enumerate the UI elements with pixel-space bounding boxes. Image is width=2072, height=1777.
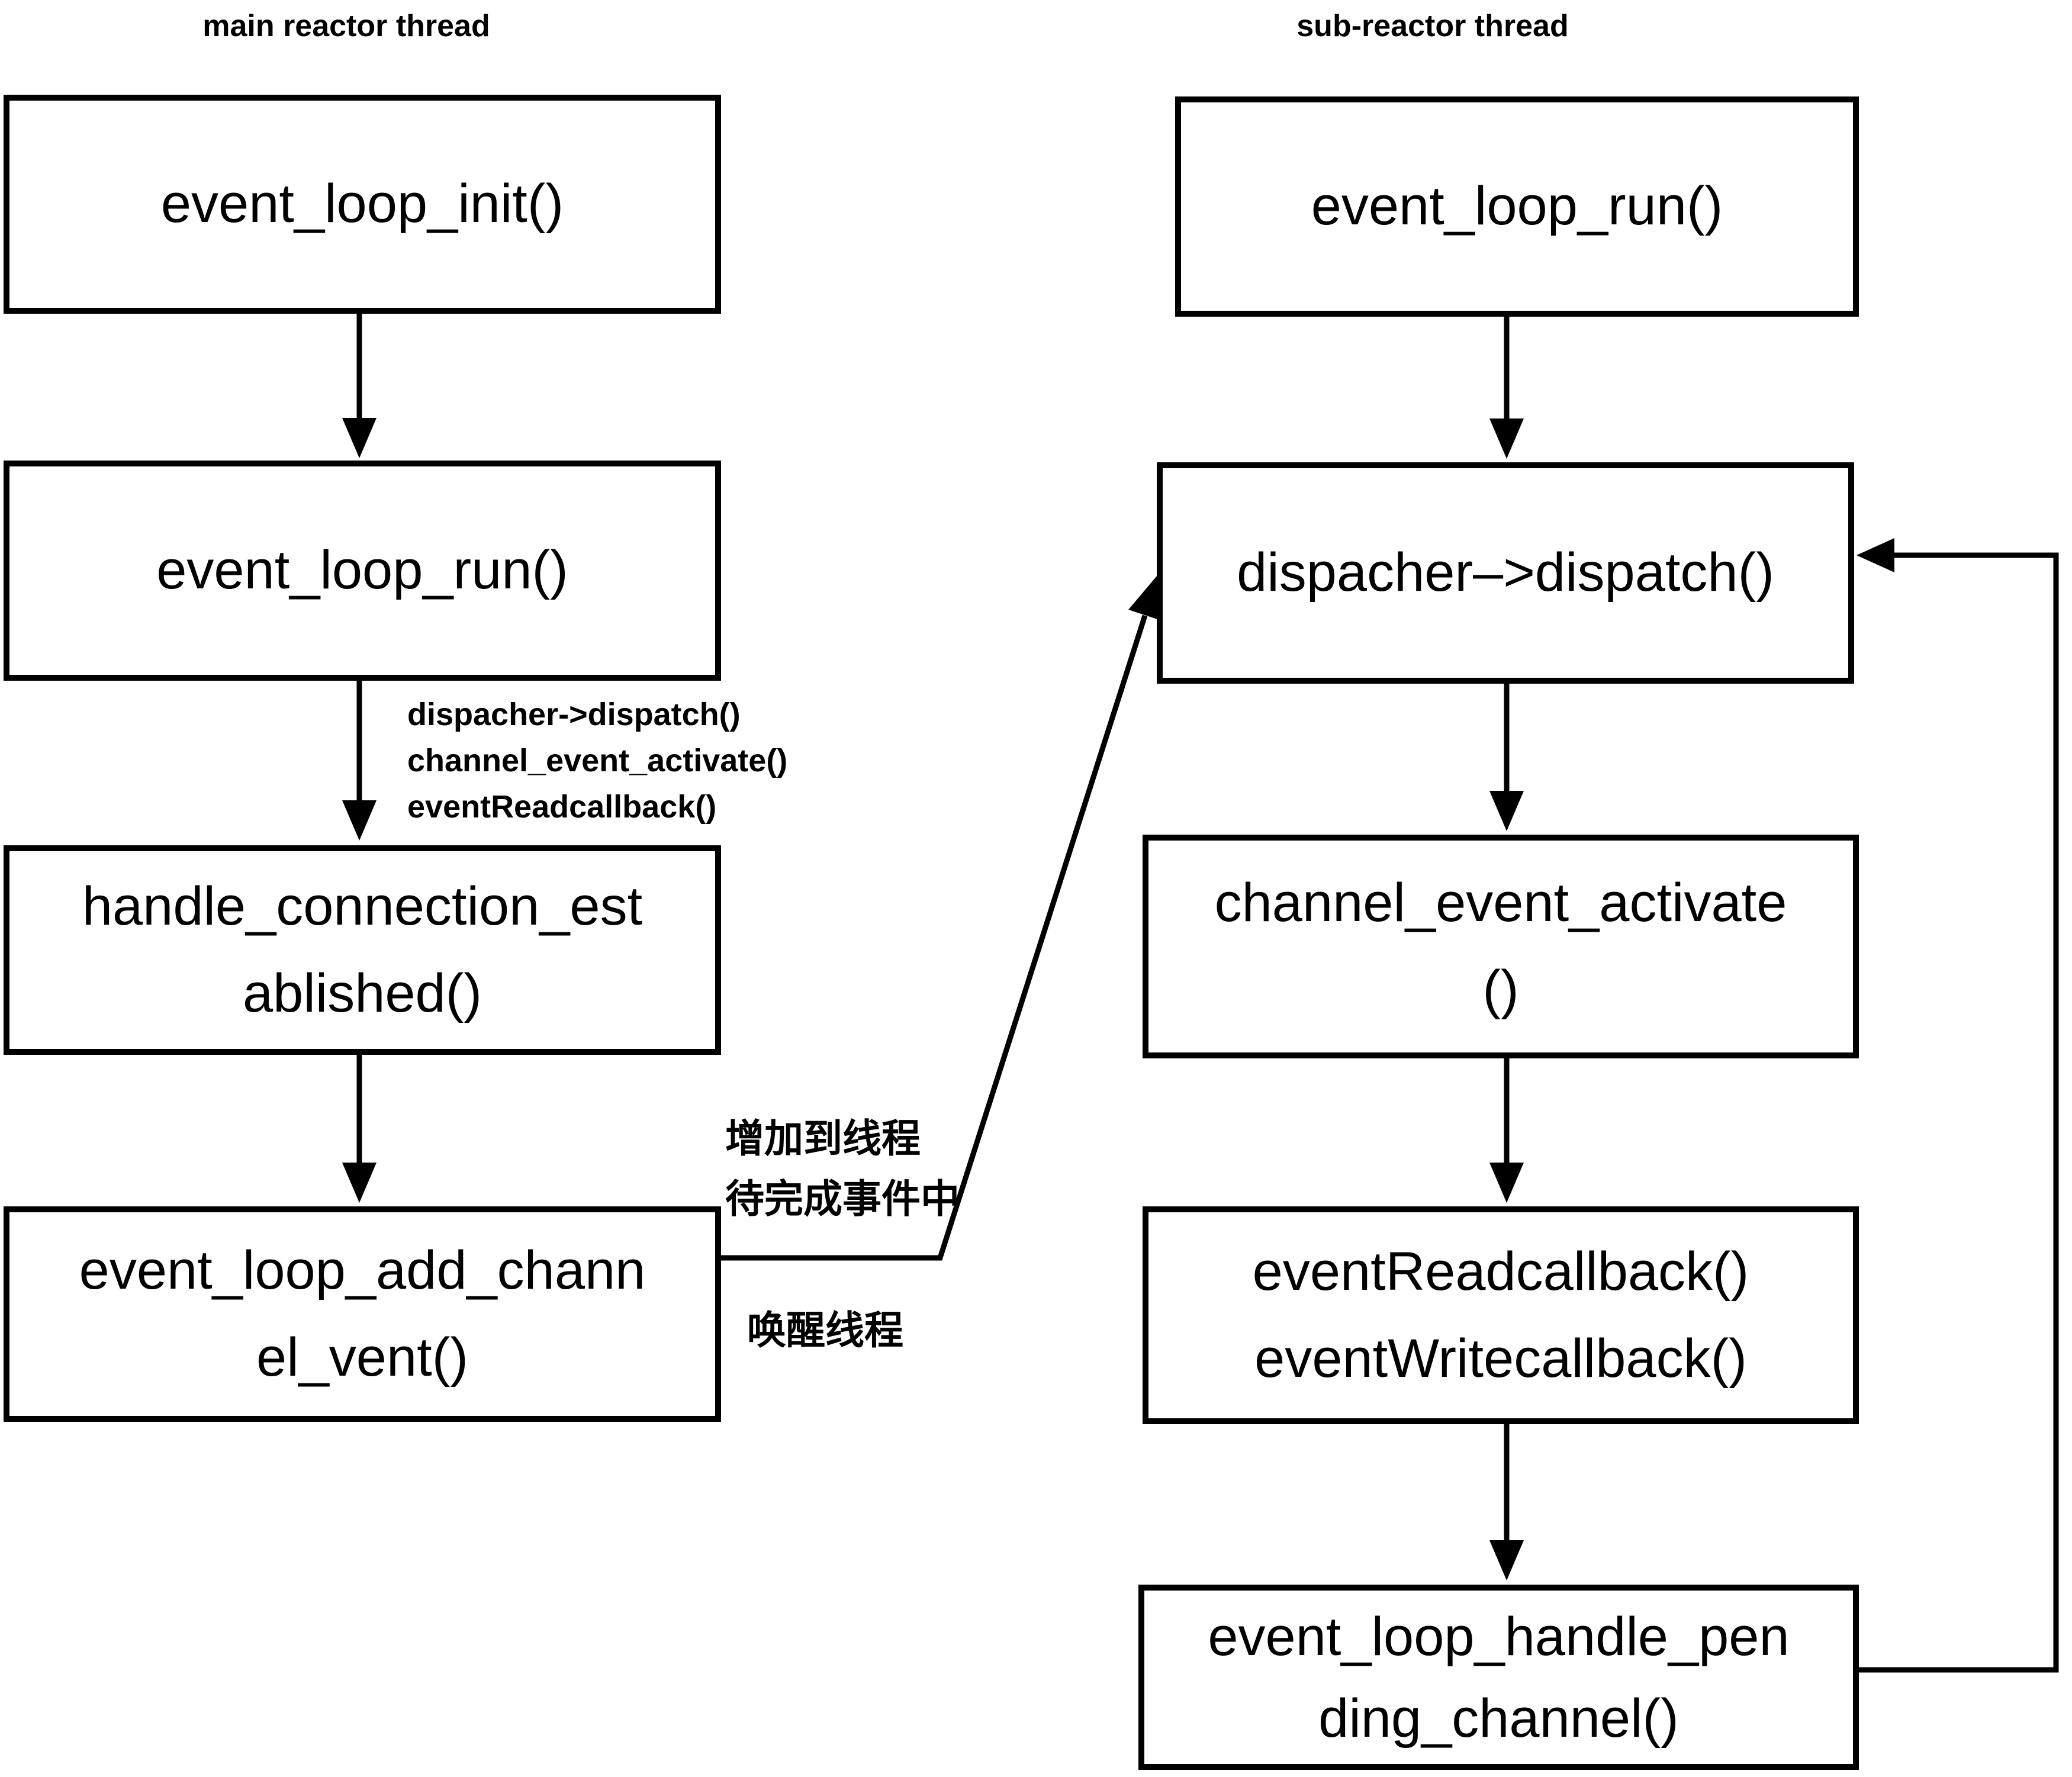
arrow-left-icon (1857, 538, 1894, 572)
flow-box-channel-event-activate: channel_event_activate () (1143, 835, 1859, 1058)
flow-box-event-loop-add-channel-event: event_loop_add_chann el_vent() (4, 1206, 721, 1422)
arrow-loop-pending-to-dispatch (1857, 538, 2059, 1673)
arrow-down-icon (342, 418, 377, 458)
flow-box-dispacher-dispatch: dispacher–>dispatch() (1157, 462, 1854, 684)
arrow-cross-thread-wakeup (721, 575, 1161, 1261)
sub-thread-title: sub-reactor thread (1296, 9, 1569, 43)
arrow-sub-activate-to-callback (1489, 1058, 1524, 1203)
flow-box-handle-connection-established: handle_connection_est ablished() (4, 845, 721, 1055)
arrow-down-icon (1489, 1163, 1524, 1203)
flow-box-main-event-loop-run: event_loop_run() (4, 461, 721, 681)
arrow-main-handle-to-add (342, 1055, 377, 1203)
arrow-main-run-to-handle (342, 681, 377, 841)
flow-box-sub-event-loop-run: event_loop_run() (1175, 96, 1859, 317)
arrow-down-icon (1489, 1540, 1524, 1580)
dispatch-chain-annotation: dispacher->dispatch() channel_event_acti… (407, 697, 788, 825)
wake-thread-annotation: 唤醒线程 (747, 1308, 903, 1352)
main-thread-title: main reactor thread (202, 9, 490, 43)
arrow-sub-dispatch-to-activate (1489, 684, 1524, 831)
arrow-sub-callback-to-pending (1489, 1424, 1524, 1580)
arrow-down-icon (1489, 419, 1524, 459)
arrow-down-icon (1489, 791, 1524, 831)
arrow-sub-run-to-dispatch (1489, 317, 1524, 459)
arrow-main-init-to-run (342, 314, 377, 458)
flow-box-event-loop-handle-pending-channel: event_loop_handle_pen ding_channel() (1138, 1585, 1859, 1770)
arrow-down-icon (342, 800, 377, 841)
arrow-down-icon (342, 1163, 377, 1203)
flow-box-event-loop-init: event_loop_init() (4, 95, 721, 314)
arrow-up-right-icon (1128, 575, 1161, 620)
add-to-pending-annotation: 增加到线程 待完成事件中 (725, 1116, 960, 1221)
flow-box-event-callbacks: eventReadcallback() eventWritecallback() (1143, 1206, 1859, 1424)
